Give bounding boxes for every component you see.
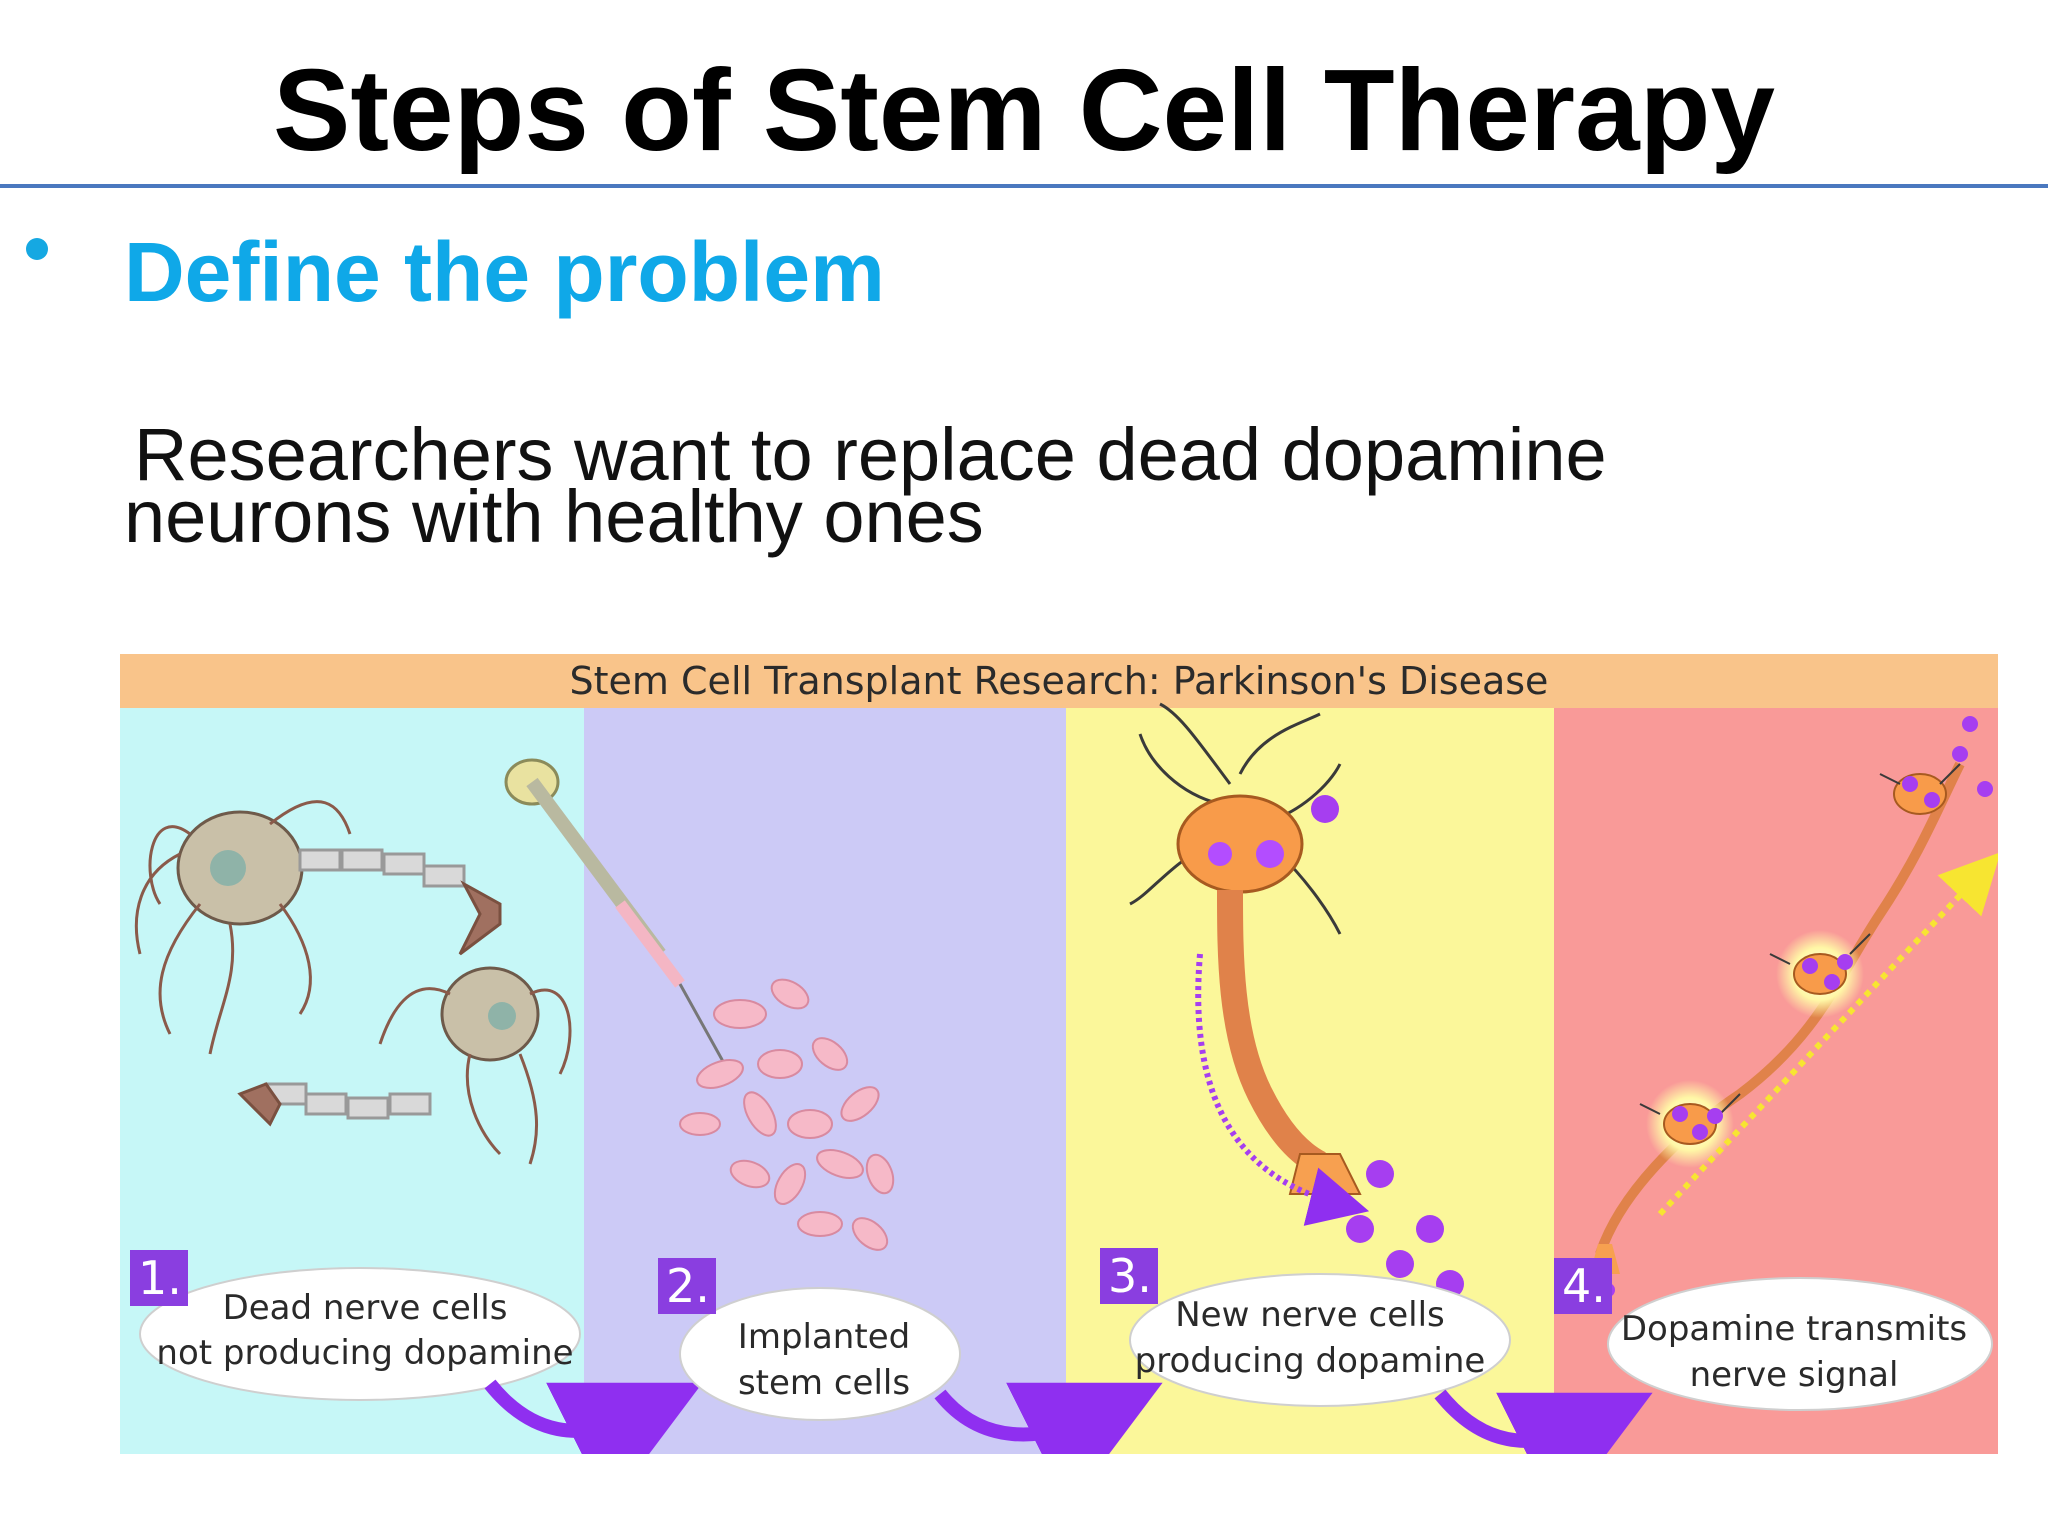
step-4-number: 4. <box>1562 1259 1606 1313</box>
title-divider <box>0 184 2048 188</box>
step-2-number-box <box>658 1258 716 1314</box>
step-1-number-box <box>130 1250 188 1306</box>
step-2-number: 2. <box>666 1259 710 1313</box>
body-line-2: neurons with healthy ones <box>124 475 984 558</box>
step-1-line1: Dead nerve cells <box>223 1288 508 1328</box>
step-4-number-box <box>1554 1258 1612 1314</box>
body-paragraph: Researchers want to replace dead dopamin… <box>124 413 1824 558</box>
step-4-line1: Dopamine transmits <box>1621 1309 1967 1349</box>
figure-header-band <box>120 654 1998 708</box>
slide-title: Steps of Stem Cell Therapy <box>273 45 1775 175</box>
syringe-icon <box>504 758 732 1075</box>
panel-2-label: 2. Implanted stem cells <box>658 1258 1163 1454</box>
panel-3-label: 3. New nerve cells producing dopamine <box>1100 1248 1653 1454</box>
panel-4-label: 4. Dopamine transmits nerve signal <box>1554 1258 1993 1411</box>
new-nerve-cell-icon <box>1129 702 1370 1226</box>
dopamine-molecules <box>1311 795 1464 1298</box>
step-3-line1: New nerve cells <box>1175 1295 1444 1335</box>
body-line-1: Researchers want to replace dead dopamin… <box>134 413 1607 496</box>
figure-title: Stem Cell Transplant Research: Parkinson… <box>570 659 1549 703</box>
step-3-number-box <box>1100 1248 1158 1304</box>
step-1-line2: not producing dopamine <box>156 1333 573 1373</box>
parkinsons-diagram: Stem Cell Transplant Research: Parkinson… <box>120 654 1998 1454</box>
step-4-line2: nerve signal <box>1690 1355 1899 1395</box>
step-3-line2: producing dopamine <box>1135 1341 1486 1381</box>
step-3-number: 3. <box>1108 1249 1152 1303</box>
dead-nerve-cell-icon <box>134 800 502 1055</box>
bullet-point-icon <box>26 238 48 260</box>
step-2-line1: Implanted <box>738 1317 910 1357</box>
panel-1-label: 1. Dead nerve cells not producing dopami… <box>130 1250 703 1454</box>
step-1-number: 1. <box>138 1251 182 1305</box>
bullet-heading: Define the problem <box>124 225 885 319</box>
stem-cells-cluster <box>679 978 895 1251</box>
dead-nerve-cell-icon <box>237 966 572 1165</box>
step-2-line2: stem cells <box>738 1363 910 1403</box>
